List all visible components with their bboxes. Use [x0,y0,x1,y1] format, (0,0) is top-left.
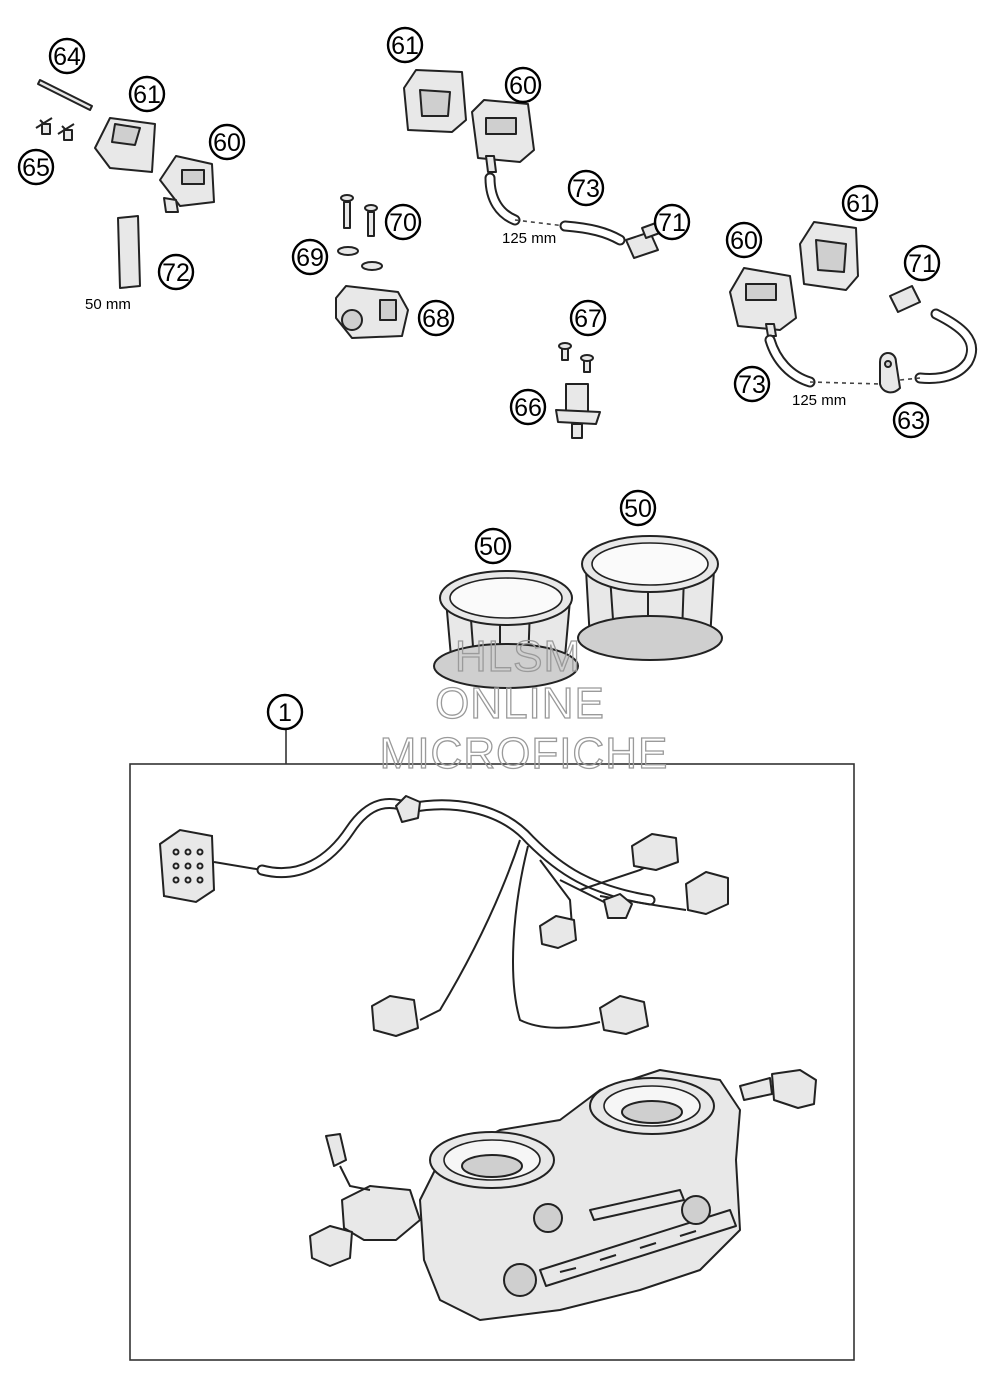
svg-text:65: 65 [22,154,50,182]
callout-50-left: 50 [474,527,512,565]
intake-trumpet-part-50-left [433,570,579,689]
callout-60-topcenter: 60 [504,66,542,104]
wiring-harness [158,795,729,1037]
sensor-part-60c [729,267,797,337]
svg-text:50: 50 [624,495,652,523]
callout-50-right: 50 [619,489,657,527]
connector-cover-part-61a [94,117,156,173]
svg-text:60: 60 [730,227,758,255]
svg-text:71: 71 [658,209,686,237]
callout-68: 68 [417,299,455,337]
callout-67: 67 [569,299,607,337]
svg-text:61: 61 [391,32,419,60]
svg-text:63: 63 [897,407,925,435]
svg-text:61: 61 [846,190,874,218]
svg-text:1: 1 [278,699,292,727]
hose-part-73a [484,172,626,246]
svg-text:MICROFICHE: MICROFICHE [380,729,669,778]
callout-61-right: 61 [841,184,879,222]
washers-part-69 [337,246,383,271]
hose-part-73b [764,308,978,388]
callout-73-right: 73 [733,365,771,403]
watermark: HLSM ONLINE MICROFICHE [379,631,669,778]
screws-part-67 [558,342,594,373]
callout-69: 69 [291,238,329,276]
callout-61-topleft: 61 [128,75,166,113]
svg-text:67: 67 [574,305,602,333]
sensor-part-66 [555,383,601,439]
dimension-50mm: 50 mm [85,296,131,313]
callout-61-topcenter: 61 [386,26,424,64]
throttle-body-assembly [309,1069,817,1321]
svg-text:69: 69 [296,244,324,272]
callout-60-topleft: 60 [208,123,246,161]
dimension-125mm-right: 125 mm [792,392,846,409]
callout-60-right: 60 [725,221,763,259]
svg-text:60: 60 [213,129,241,157]
svg-text:71: 71 [908,250,936,278]
callout-71-top: 71 [653,203,691,241]
assembly-frame [129,763,855,1361]
connector-cover-part-61c [799,221,859,291]
svg-text:64: 64 [53,43,81,71]
dimension-125mm-top: 125 mm [502,230,556,247]
tube-part-72 [117,215,141,289]
nipple-part-71b [889,285,921,313]
callout-70: 70 [384,203,422,241]
sensor-part-60a [159,155,215,213]
intake-trumpet-part-50-right [577,535,723,661]
gasket-part-64 [37,79,93,111]
svg-text:68: 68 [422,305,450,333]
callout-65: 65 [17,148,55,186]
svg-text:73: 73 [572,175,600,203]
clamp-part-63 [879,352,901,394]
svg-text:61: 61 [133,81,161,109]
screws-part-65 [35,117,75,141]
connector-cover-part-61b [403,69,467,133]
callout-1: 1 [266,693,304,731]
screws-part-70 [340,194,378,237]
svg-text:73: 73 [738,371,766,399]
callout-63: 63 [892,401,930,439]
svg-text:70: 70 [389,209,417,237]
svg-text:72: 72 [162,259,190,287]
callout-66: 66 [509,388,547,426]
sensor-part-60b [471,99,535,173]
svg-text:50: 50 [479,533,507,561]
svg-text:66: 66 [514,394,542,422]
callout-71-right: 71 [903,244,941,282]
svg-text:ONLINE: ONLINE [435,679,605,728]
callout-72: 72 [157,253,195,291]
svg-text:HLSM: HLSM [455,632,581,681]
throttle-sensor-part-68 [335,285,409,339]
callout-73-top: 73 [567,169,605,207]
callout-64: 64 [48,37,86,75]
svg-text:60: 60 [509,72,537,100]
